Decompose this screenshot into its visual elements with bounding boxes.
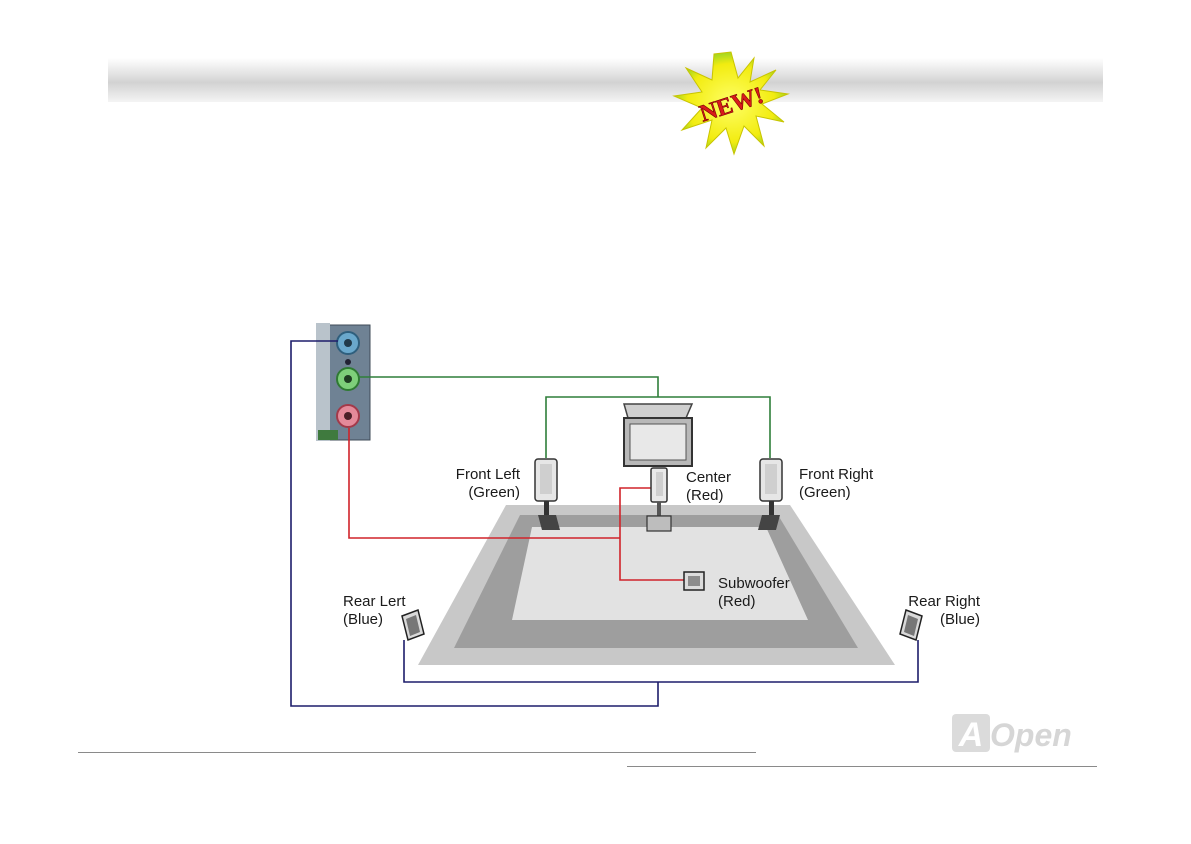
center-label: Center (Red)	[686, 469, 731, 505]
rear-left-label-color: (Blue)	[343, 611, 406, 629]
center-label-color: (Red)	[686, 487, 731, 505]
front-right-label: Front Right (Green)	[799, 466, 873, 502]
svg-text:A: A	[958, 716, 984, 754]
rear-right-label-color: (Blue)	[880, 611, 980, 629]
svg-text:Open: Open	[990, 717, 1072, 753]
footer-divider-left	[78, 752, 756, 753]
subwoofer-label-name: Subwoofer	[718, 575, 790, 593]
front-left-label: Front Left (Green)	[430, 466, 520, 502]
subwoofer-label: Subwoofer (Red)	[718, 575, 790, 611]
center-label-name: Center	[686, 469, 731, 487]
front-right-label-color: (Green)	[799, 484, 873, 502]
aopen-logo: A Open	[946, 710, 1096, 756]
center-speaker-icon	[647, 468, 671, 531]
footer-divider-right	[627, 766, 1097, 767]
green-wire	[359, 377, 658, 397]
front-left-label-name: Front Left	[430, 466, 520, 484]
front-right-speaker-icon	[758, 459, 782, 530]
rear-left-label: Rear Lert (Blue)	[343, 593, 406, 629]
front-left-label-color: (Green)	[430, 484, 520, 502]
rear-right-label-name: Rear Right	[880, 593, 980, 611]
subwoofer-label-color: (Red)	[718, 593, 790, 611]
subwoofer-icon	[684, 572, 704, 590]
rear-right-label: Rear Right (Blue)	[880, 593, 980, 629]
rear-left-label-name: Rear Lert	[343, 593, 406, 611]
front-right-label-name: Front Right	[799, 466, 873, 484]
monitor-icon	[624, 404, 692, 466]
